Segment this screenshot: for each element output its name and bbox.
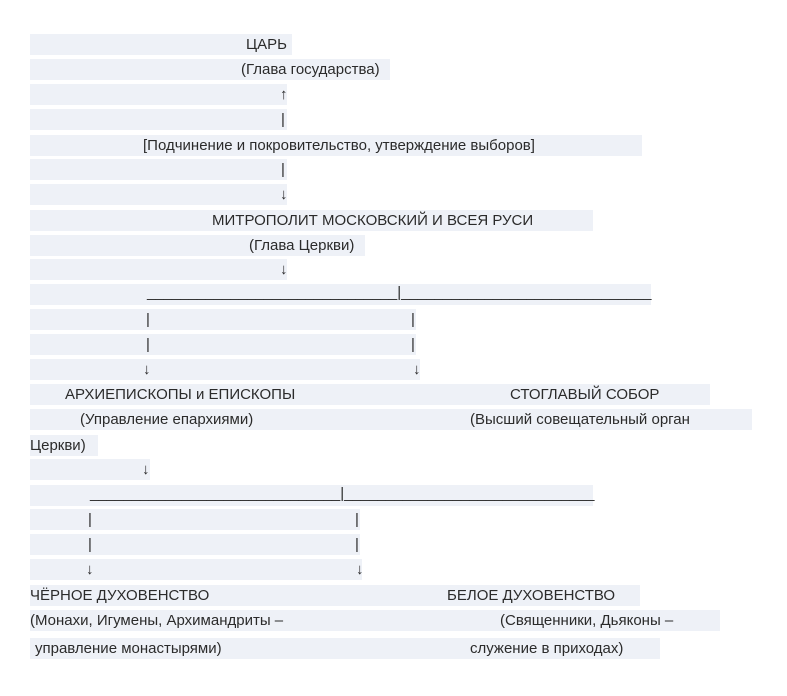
line-metropolitan: МИТРОПОЛИТ МОСКОВСКИЙ И ВСЕЯ РУСИ bbox=[0, 210, 787, 231]
arrow-down-icon: ↓ bbox=[413, 361, 421, 378]
line-connector: | bbox=[0, 109, 787, 130]
line-connectors: || bbox=[0, 509, 787, 530]
arrow-down-icon: ↓ bbox=[280, 186, 288, 203]
tsar-subtitle: (Глава государства) bbox=[241, 61, 380, 78]
line-arrows: ↓↓ bbox=[0, 359, 787, 380]
line-relation: [Подчинение и покровительство, утвержден… bbox=[0, 135, 787, 156]
arrow-down-icon: ↓ bbox=[142, 461, 150, 478]
connector: | bbox=[281, 111, 285, 128]
archbishops-subtitle: (Управление епархиями) bbox=[80, 411, 254, 428]
black-clergy-subtitle: (Монахи, Игумены, Архимандриты – bbox=[30, 612, 284, 629]
connector-right: | bbox=[411, 311, 415, 328]
arrow-up-icon: ↑ bbox=[280, 86, 288, 103]
line-wrap: Церкви) bbox=[0, 435, 787, 456]
metropolitan-subtitle: (Глава Церкви) bbox=[249, 237, 355, 254]
line-connectors: || bbox=[0, 334, 787, 355]
stoglav-council-title: СТОГЛАВЫЙ СОБОР bbox=[510, 386, 660, 403]
line-connectors: || bbox=[0, 309, 787, 330]
archbishops-title: АРХИЕПИСКОПЫ и ЕПИСКОПЫ bbox=[65, 386, 296, 403]
branch-line: ______________________________|_________… bbox=[90, 485, 595, 502]
connector-left: | bbox=[88, 511, 92, 528]
line-branch: ______________________________|_________… bbox=[0, 485, 787, 506]
black-clergy-title: ЧЁРНОЕ ДУХОВЕНСТВО bbox=[30, 587, 210, 604]
stoglav-council-subtitle: (Высший совещательный орган bbox=[470, 411, 690, 428]
line-tsar-sub: (Глава государства) bbox=[0, 59, 787, 80]
connector: | bbox=[281, 161, 285, 178]
connector-right: | bbox=[411, 336, 415, 353]
line-metropolitan-sub: (Глава Церкви) bbox=[0, 235, 787, 256]
line-clergy-sub2: управление монастырями) служение в приход… bbox=[0, 638, 787, 659]
connector-right: | bbox=[355, 511, 359, 528]
arrow-down-icon: ↓ bbox=[280, 261, 288, 278]
line-clergy: ЧЁРНОЕ ДУХОВЕНСТВО БЕЛОЕ ДУХОВЕНСТВО bbox=[0, 585, 787, 606]
line-clergy-sub: (Монахи, Игумены, Архимандриты – (Священн… bbox=[0, 610, 787, 631]
connector-right: | bbox=[355, 536, 359, 553]
relation-label: [Подчинение и покровительство, утвержден… bbox=[143, 137, 535, 154]
line-arrow-down: ↓ bbox=[0, 184, 787, 205]
line-arrows: ↓↓ bbox=[0, 559, 787, 580]
connector-left: | bbox=[146, 336, 150, 353]
stoglav-council-subtitle-cont: Церкви) bbox=[30, 437, 86, 454]
line-arrow-down: ↓ bbox=[0, 459, 787, 480]
white-clergy-subtitle: (Священники, Дьяконы – bbox=[500, 612, 674, 629]
line-connectors: || bbox=[0, 534, 787, 555]
line-connector: | bbox=[0, 159, 787, 180]
arrow-down-icon: ↓ bbox=[356, 561, 364, 578]
line-level2-sub: (Управление епархиями) (Высший совещатель… bbox=[0, 409, 787, 430]
line-arrow-down: ↓ bbox=[0, 259, 787, 280]
line-level2: АРХИЕПИСКОПЫ и ЕПИСКОПЫ СТОГЛАВЫЙ СОБОР bbox=[0, 384, 787, 405]
connector-left: | bbox=[146, 311, 150, 328]
white-clergy-title: БЕЛОЕ ДУХОВЕНСТВО bbox=[447, 587, 616, 604]
white-clergy-subtitle-cont: служение в приходах) bbox=[470, 640, 624, 657]
branch-line: ______________________________|_________… bbox=[147, 284, 652, 301]
line-branch: ______________________________|_________… bbox=[0, 284, 787, 305]
metropolitan-title: МИТРОПОЛИТ МОСКОВСКИЙ И ВСЕЯ РУСИ bbox=[212, 212, 534, 229]
black-clergy-subtitle-cont: управление монастырями) bbox=[35, 640, 222, 657]
arrow-down-icon: ↓ bbox=[86, 561, 94, 578]
line-arrow-up: ↑ bbox=[0, 84, 787, 105]
tsar-title: ЦАРЬ bbox=[246, 36, 287, 53]
line-tsar: ЦАРЬ bbox=[0, 34, 787, 55]
connector-left: | bbox=[88, 536, 92, 553]
arrow-down-icon: ↓ bbox=[143, 361, 151, 378]
